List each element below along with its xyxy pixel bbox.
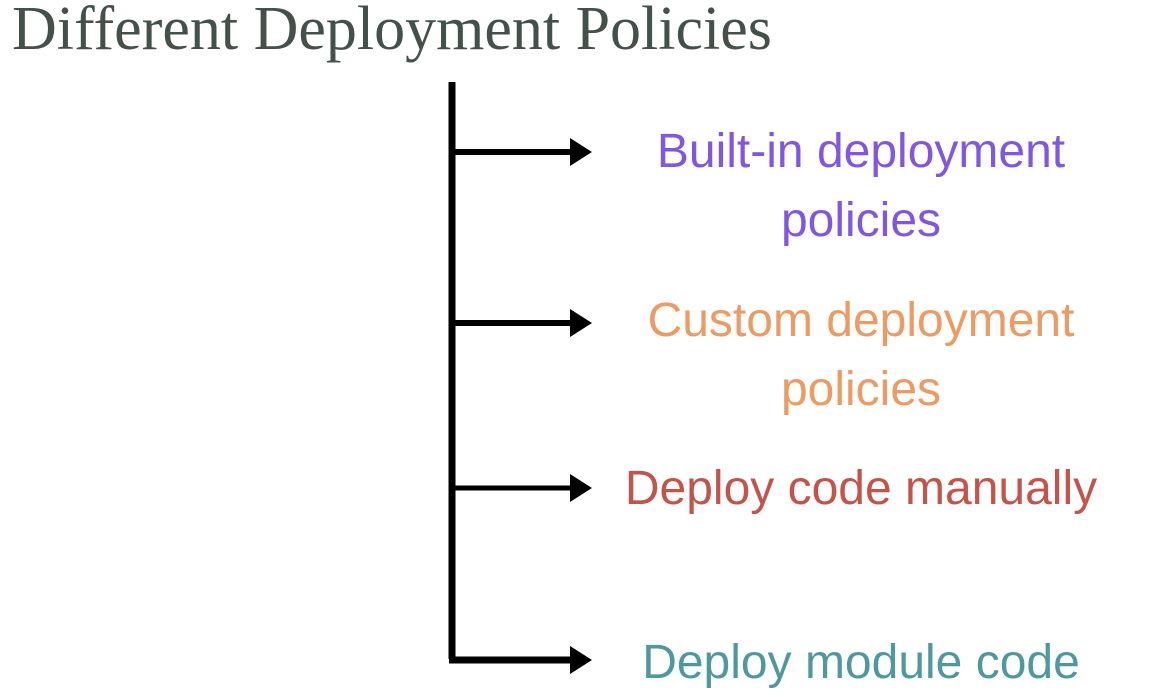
arrowhead-3 — [570, 474, 592, 502]
arrowhead-4 — [570, 646, 592, 674]
branch-label-built-in-deployment-policies: Built-in deployment policies — [656, 125, 1066, 247]
arrowhead-2 — [570, 309, 592, 337]
page-title: Different Deployment Policies — [12, 0, 772, 63]
branch-label-deploy-module-code: Deploy module code — [642, 636, 1080, 689]
branch-label-deploy-code-manually: Deploy code manually — [624, 462, 1098, 515]
branch-label-custom-deployment-policies: Custom deployment policies — [647, 294, 1075, 416]
arrowhead-1 — [570, 138, 592, 166]
